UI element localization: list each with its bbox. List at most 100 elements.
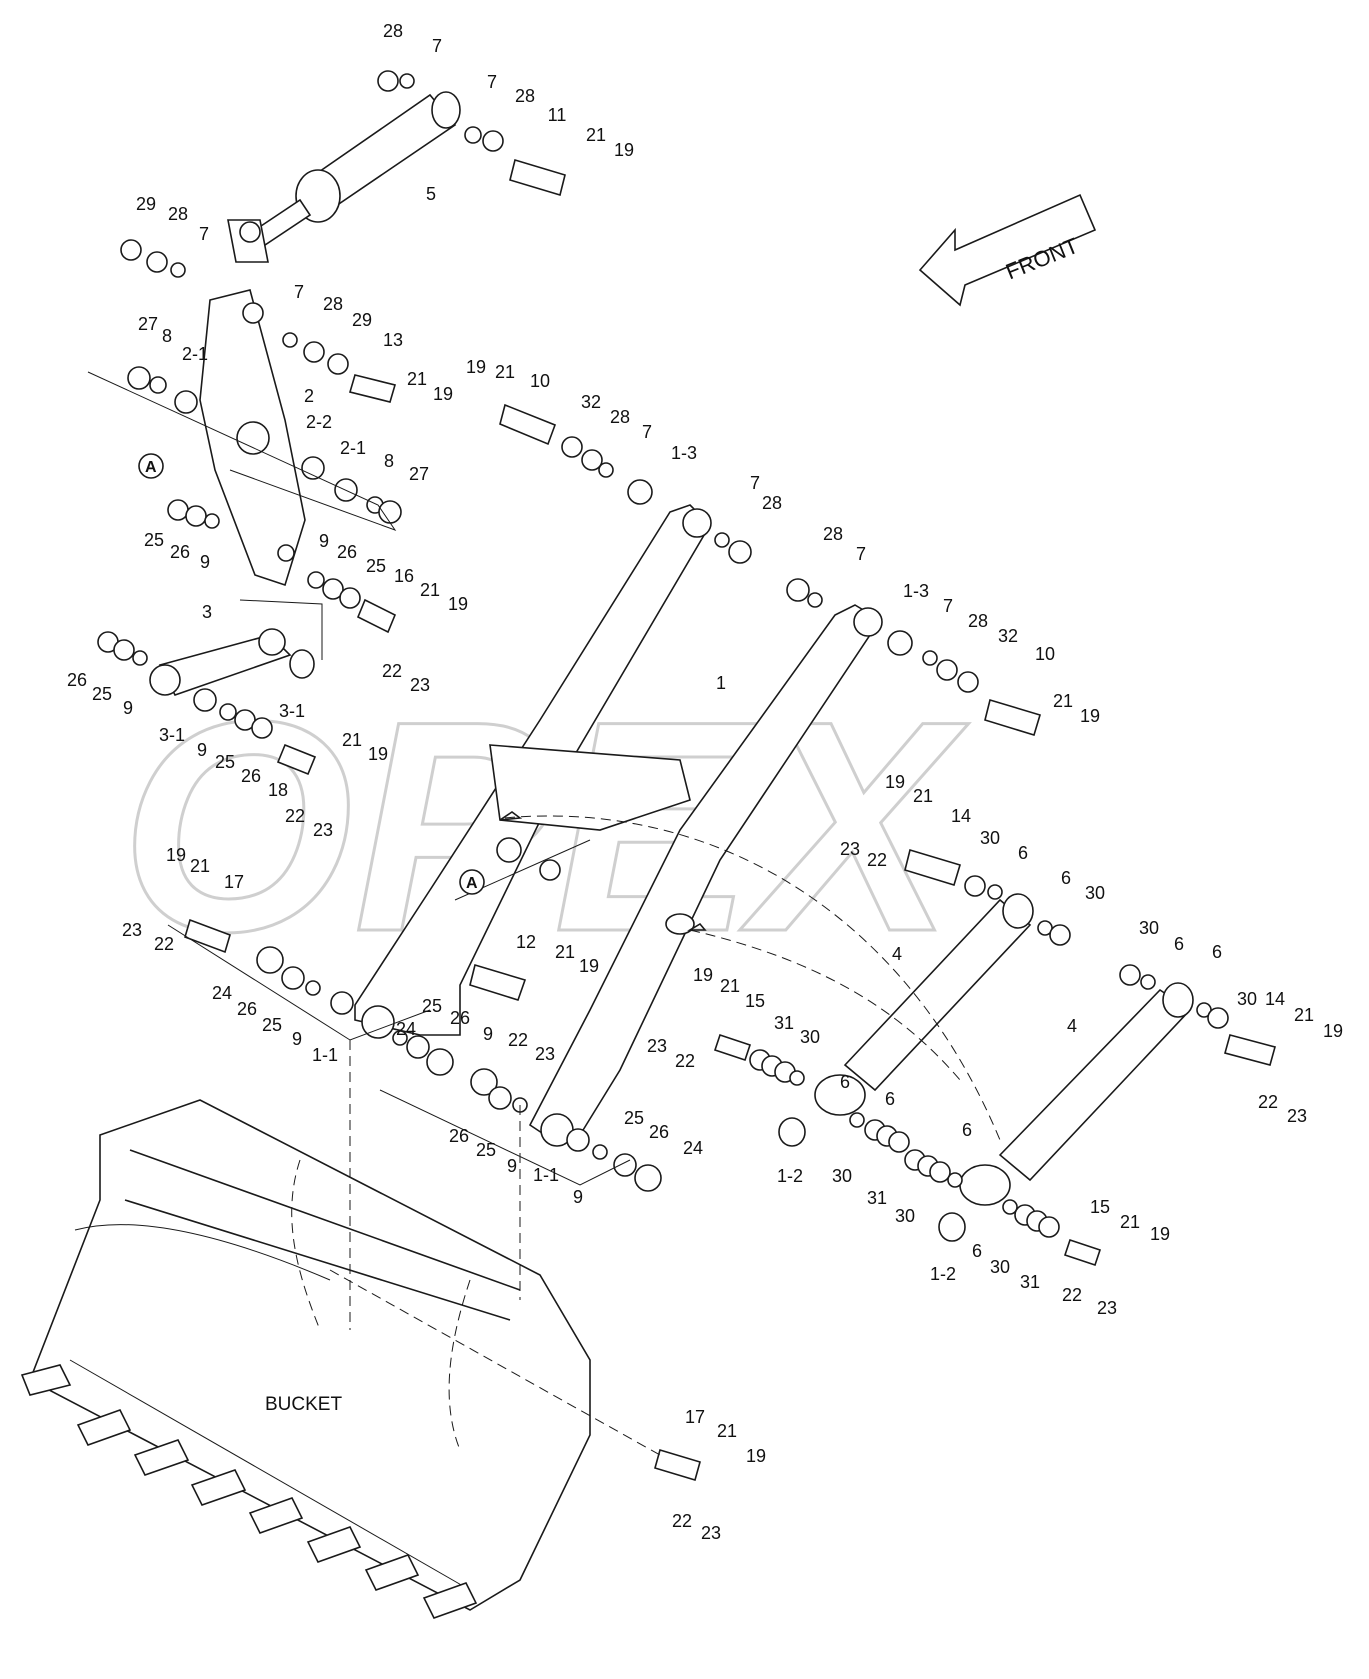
part-number-callout: 7	[856, 544, 866, 564]
part-number-callout: 21	[1053, 691, 1073, 711]
part-number-callout: 28	[762, 493, 782, 513]
part-number-callout: 22	[1258, 1092, 1278, 1112]
part-number-callout: 15	[1090, 1197, 1110, 1217]
lift-cylinder-left	[814, 893, 1034, 1116]
part-number-callout: 30	[1139, 918, 1159, 938]
bucket-teeth	[20, 1364, 478, 1619]
part-number-callout: 2-2	[306, 412, 332, 432]
part-number-callout: 25	[476, 1140, 496, 1160]
part-number-callout: 16	[394, 566, 414, 586]
boom-cylinder	[227, 91, 461, 263]
lift-cylinder-right	[959, 982, 1194, 1206]
part-number-callout: 28	[610, 407, 630, 427]
part-number-callout: 23	[410, 675, 430, 695]
bucket-label: BUCKET	[265, 1394, 342, 1415]
part-number-callout: 6	[962, 1120, 972, 1140]
part-number-callout: 28	[168, 204, 188, 224]
part-number-callout: 25	[422, 996, 442, 1016]
part-number-callout: 23	[535, 1044, 555, 1064]
part-number-callout: 26	[649, 1122, 669, 1142]
part-number-callout: 1-1	[312, 1045, 338, 1065]
part-number-callout: 23	[701, 1523, 721, 1543]
leader-lines	[87, 371, 1001, 1330]
part-number-callout: 14	[951, 806, 971, 826]
part-number-callout: 31	[1020, 1272, 1040, 1292]
bellcrank	[199, 289, 306, 587]
part-number-callout: 32	[998, 626, 1018, 646]
part-number-callout: 6	[840, 1072, 850, 1092]
part-number-callout: 28	[383, 21, 403, 41]
part-number-callout: 19	[693, 965, 713, 985]
part-number-callout: 3-1	[279, 701, 305, 721]
part-number-callout: 9	[292, 1029, 302, 1049]
part-number-callout: 9	[197, 740, 207, 760]
part-number-callout: 25	[366, 556, 386, 576]
part-number-callout: 19	[1150, 1224, 1170, 1244]
part-number-callout: 21	[555, 942, 575, 962]
part-number-callout: 1-3	[903, 581, 929, 601]
part-number-callout: 21	[720, 976, 740, 996]
part-number-callout: 10	[530, 371, 550, 391]
part-number-callout: 23	[1097, 1298, 1117, 1318]
part-number-callout: 26	[450, 1008, 470, 1028]
part-number-callout: 30	[895, 1206, 915, 1226]
part-number-callout: 24	[396, 1019, 416, 1039]
part-number-callout: 23	[313, 820, 333, 840]
part-number-callout: 30	[980, 828, 1000, 848]
part-number-callout: 11	[548, 105, 567, 125]
part-number-callout: 9	[319, 531, 329, 551]
part-number-callout: 26	[170, 542, 190, 562]
part-number-callout: 19	[448, 594, 468, 614]
part-number-callout: 19	[579, 956, 599, 976]
part-number-callout: 2-1	[182, 344, 208, 364]
part-number-callout: 9	[483, 1024, 493, 1044]
part-number-callout: 7	[294, 282, 304, 302]
part-number-callout: 25	[92, 684, 112, 704]
part-number-callout: 21	[495, 362, 515, 382]
part-number-callout: 7	[750, 473, 760, 493]
part-number-callout: 12	[516, 932, 536, 952]
part-number-callout: 3-1	[159, 725, 185, 745]
part-number-callout: 22	[285, 806, 305, 826]
part-number-callout: 31	[774, 1013, 794, 1033]
part-number-callout: 25	[215, 752, 235, 772]
part-number-callout: 7	[432, 36, 442, 56]
part-number-callout: 22	[154, 934, 174, 954]
link	[149, 628, 315, 696]
part-number-callout: 22	[675, 1051, 695, 1071]
part-number-callout: 30	[990, 1257, 1010, 1277]
watermark: OPEX	[120, 658, 969, 994]
part-number-callout: 23	[840, 839, 860, 859]
part-number-callout: 19	[466, 357, 486, 377]
part-number-callout: 19	[614, 140, 634, 160]
part-number-callout: 30	[1237, 989, 1257, 1009]
part-number-callout: 7	[199, 224, 209, 244]
front-arrow: FRONT	[918, 193, 1097, 307]
part-number-callout: 25	[144, 530, 164, 550]
part-number-callout: 3	[202, 602, 212, 622]
part-number-callout: 26	[337, 542, 357, 562]
part-number-callout: 22	[672, 1511, 692, 1531]
part-number-callout: 9	[200, 552, 210, 572]
part-number-callout: 2	[304, 386, 314, 406]
part-number-callout: 6	[1061, 868, 1071, 888]
part-number-callout: 27	[409, 464, 429, 484]
part-number-callout: 28	[515, 86, 535, 106]
part-number-callout: 9	[123, 698, 133, 718]
part-number-callout: 19	[368, 744, 388, 764]
part-number-callout: 26	[241, 766, 261, 786]
washers	[97, 70, 1229, 1242]
view-marker-a-lower: A	[459, 869, 485, 895]
part-number-callout: 1	[716, 673, 726, 693]
part-number-callout: 22	[508, 1030, 528, 1050]
part-number-callout: 31	[867, 1188, 887, 1208]
part-number-callout: 26	[237, 999, 257, 1019]
part-number-callout: 28	[968, 611, 988, 631]
part-number-callout: 23	[647, 1036, 667, 1056]
boom	[354, 504, 883, 1147]
view-marker-letter: A	[145, 459, 157, 476]
part-number-callout: 21	[190, 856, 210, 876]
part-number-callout: 28	[323, 294, 343, 314]
